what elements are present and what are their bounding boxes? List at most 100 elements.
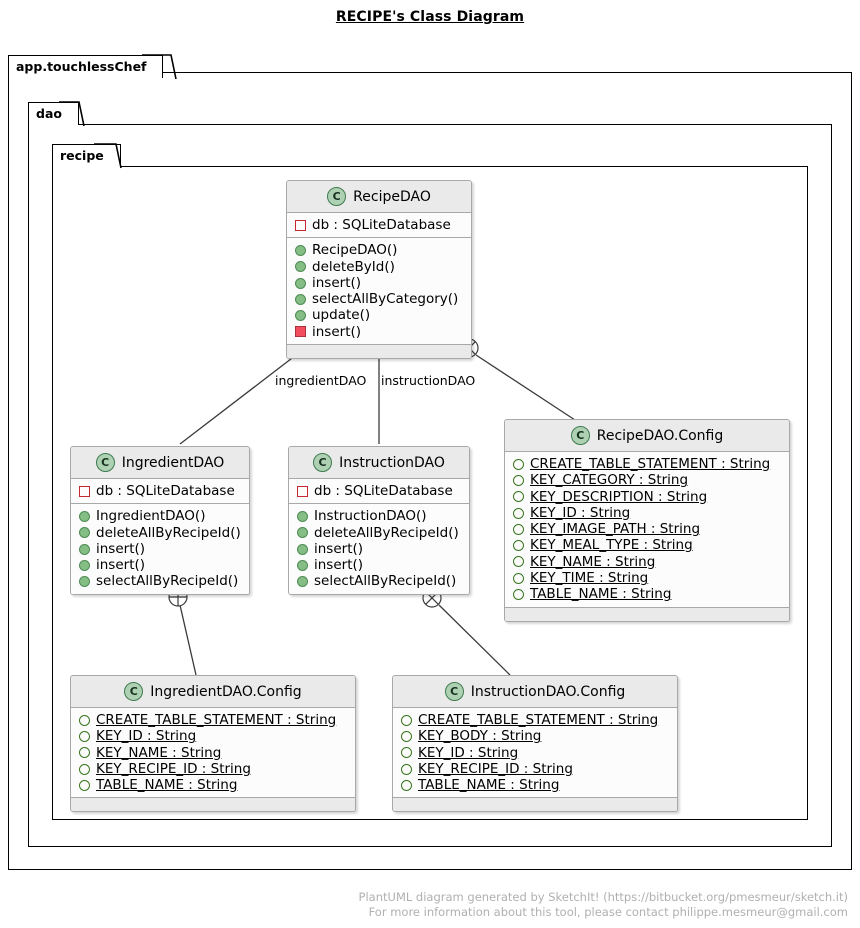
class-member: TABLE_NAME : String bbox=[400, 777, 670, 793]
package-tab-recipe: recipe bbox=[52, 144, 121, 167]
member-text: KEY_ID : String bbox=[530, 504, 631, 521]
member-text: deleteAllByRecipeId() bbox=[314, 524, 459, 541]
package-frame-recipe bbox=[52, 166, 808, 820]
private-field-icon bbox=[79, 485, 90, 497]
class-header-instructiondaoconfig: C InstructionDAO.Config bbox=[393, 676, 677, 708]
member-text: TABLE_NAME : String bbox=[530, 586, 672, 603]
member-text: KEY_ID : String bbox=[418, 744, 519, 761]
class-c-icon: C bbox=[95, 453, 115, 472]
class-box-recipedao[interactable]: C RecipeDAO db : SQLiteDatabase RecipeDA… bbox=[286, 180, 472, 360]
member-text: update() bbox=[312, 307, 371, 324]
public-static-field-icon bbox=[401, 730, 412, 742]
public-static-field-icon bbox=[79, 730, 90, 742]
member-text: IngredientDAO() bbox=[96, 508, 206, 525]
class-methods-ingredientdao: IngredientDAO() deleteAllByRecipeId() in… bbox=[71, 503, 249, 594]
member-text: InstructionDAO() bbox=[314, 508, 427, 525]
public-static-field-icon bbox=[513, 589, 524, 601]
class-header-recipedao: C RecipeDAO bbox=[287, 181, 471, 213]
public-static-field-icon bbox=[513, 507, 524, 519]
footer-line-2: For more information about this tool, pl… bbox=[368, 905, 848, 919]
class-member: KEY_BODY : String bbox=[400, 728, 670, 744]
class-member: selectAllByRecipeId() bbox=[296, 573, 462, 589]
class-footer-strip bbox=[71, 797, 355, 812]
package-label-app-touchlesschef: app.touchlessChef bbox=[16, 59, 147, 74]
class-member: CREATE_TABLE_STATEMENT : String bbox=[78, 712, 348, 728]
class-name-ingredientdao: IngredientDAO bbox=[121, 454, 225, 471]
member-text: TABLE_NAME : String bbox=[96, 777, 238, 794]
class-header-recipedaoconfig: C RecipeDAO.Config bbox=[505, 420, 789, 452]
public-method-icon bbox=[295, 293, 306, 305]
member-text: TABLE_NAME : String bbox=[418, 777, 560, 794]
class-box-ingredientdaoconfig[interactable]: C IngredientDAO.Config CREATE_TABLE_STAT… bbox=[70, 675, 356, 813]
public-static-field-icon bbox=[79, 779, 90, 791]
class-member: update() bbox=[294, 307, 464, 323]
class-member: TABLE_NAME : String bbox=[78, 777, 348, 793]
public-static-field-icon bbox=[79, 714, 90, 726]
member-text: CREATE_TABLE_STATEMENT : String bbox=[530, 456, 771, 472]
class-box-ingredientdao[interactable]: C IngredientDAO db : SQLiteDatabase Ingr… bbox=[70, 446, 250, 595]
class-name-ingredientdaoconfig: IngredientDAO.Config bbox=[150, 683, 302, 700]
class-member: insert() bbox=[294, 275, 464, 291]
class-header-instructiondao: C InstructionDAO bbox=[289, 447, 469, 479]
class-c-icon: C bbox=[327, 187, 347, 206]
class-fields-instructiondao: db : SQLiteDatabase bbox=[289, 479, 469, 504]
class-fields-instructiondaoconfig: CREATE_TABLE_STATEMENT : String KEY_BODY… bbox=[393, 708, 677, 798]
class-member: db : SQLiteDatabase bbox=[78, 483, 242, 499]
package-frame-app-touchlesschef bbox=[8, 72, 852, 870]
class-member: KEY_DESCRIPTION : String bbox=[512, 489, 782, 505]
member-text: CREATE_TABLE_STATEMENT : String bbox=[418, 712, 659, 728]
member-text: insert() bbox=[96, 540, 146, 557]
public-static-field-icon bbox=[513, 474, 524, 486]
class-box-recipedaoconfig[interactable]: C RecipeDAO.Config CREATE_TABLE_STATEMEN… bbox=[504, 419, 790, 622]
class-member: KEY_ID : String bbox=[78, 728, 348, 744]
class-fields-recipedaoconfig: CREATE_TABLE_STATEMENT : String KEY_CATE… bbox=[505, 452, 789, 607]
public-method-icon bbox=[295, 261, 306, 273]
public-method-icon bbox=[79, 559, 90, 571]
class-member: KEY_TIME : String bbox=[512, 570, 782, 586]
public-static-field-icon bbox=[513, 523, 524, 535]
member-text: KEY_NAME : String bbox=[530, 553, 656, 570]
member-text: KEY_RECIPE_ID : String bbox=[96, 760, 251, 777]
public-method-icon bbox=[295, 244, 306, 256]
member-text: selectAllByRecipeId() bbox=[96, 573, 239, 590]
class-name-instructiondaoconfig: InstructionDAO.Config bbox=[470, 683, 626, 700]
edge-label-instructiondao: instructionDAO bbox=[381, 373, 476, 388]
class-member: IngredientDAO() bbox=[78, 508, 242, 524]
member-text: deleteById() bbox=[312, 258, 395, 275]
member-text: insert() bbox=[96, 557, 146, 574]
class-box-instructiondao[interactable]: C InstructionDAO db : SQLiteDatabase Ins… bbox=[288, 446, 470, 595]
class-header-ingredientdao: C IngredientDAO bbox=[71, 447, 249, 479]
public-method-icon bbox=[297, 527, 308, 539]
member-text: selectAllByRecipeId() bbox=[314, 573, 457, 590]
class-fields-ingredientdaoconfig: CREATE_TABLE_STATEMENT : String KEY_ID :… bbox=[71, 708, 355, 798]
class-member: db : SQLiteDatabase bbox=[294, 217, 464, 233]
public-static-field-icon bbox=[401, 779, 412, 791]
public-static-field-icon bbox=[513, 572, 524, 584]
class-member: selectAllByCategory() bbox=[294, 291, 464, 307]
public-method-icon bbox=[297, 559, 308, 571]
package-label-dao: dao bbox=[36, 106, 62, 121]
class-c-icon: C bbox=[570, 426, 590, 445]
class-member: CREATE_TABLE_STATEMENT : String bbox=[512, 456, 782, 472]
class-methods-instructiondao: InstructionDAO() deleteAllByRecipeId() i… bbox=[289, 503, 469, 594]
public-method-icon bbox=[297, 510, 308, 522]
class-member: KEY_NAME : String bbox=[78, 745, 348, 761]
public-static-field-icon bbox=[401, 763, 412, 775]
member-text: KEY_CATEGORY : String bbox=[530, 472, 689, 489]
class-member: deleteAllByRecipeId() bbox=[296, 525, 462, 541]
class-footer-strip bbox=[505, 606, 789, 621]
private-field-icon bbox=[295, 219, 306, 231]
class-member: KEY_IMAGE_PATH : String bbox=[512, 521, 782, 537]
public-static-field-icon bbox=[401, 747, 412, 759]
member-text: deleteAllByRecipeId() bbox=[96, 524, 241, 541]
class-box-instructiondaoconfig[interactable]: C InstructionDAO.Config CREATE_TABLE_STA… bbox=[392, 675, 678, 813]
member-text: KEY_RECIPE_ID : String bbox=[418, 760, 573, 777]
public-static-field-icon bbox=[79, 747, 90, 759]
page-title: RECIPE's Class Diagram bbox=[335, 9, 525, 25]
class-header-ingredientdaoconfig: C IngredientDAO.Config bbox=[71, 676, 355, 708]
class-footer-strip bbox=[393, 797, 677, 812]
member-text: KEY_IMAGE_PATH : String bbox=[530, 521, 701, 538]
class-member: CREATE_TABLE_STATEMENT : String bbox=[400, 712, 670, 728]
private-field-icon bbox=[297, 485, 308, 497]
public-method-icon bbox=[79, 576, 90, 588]
